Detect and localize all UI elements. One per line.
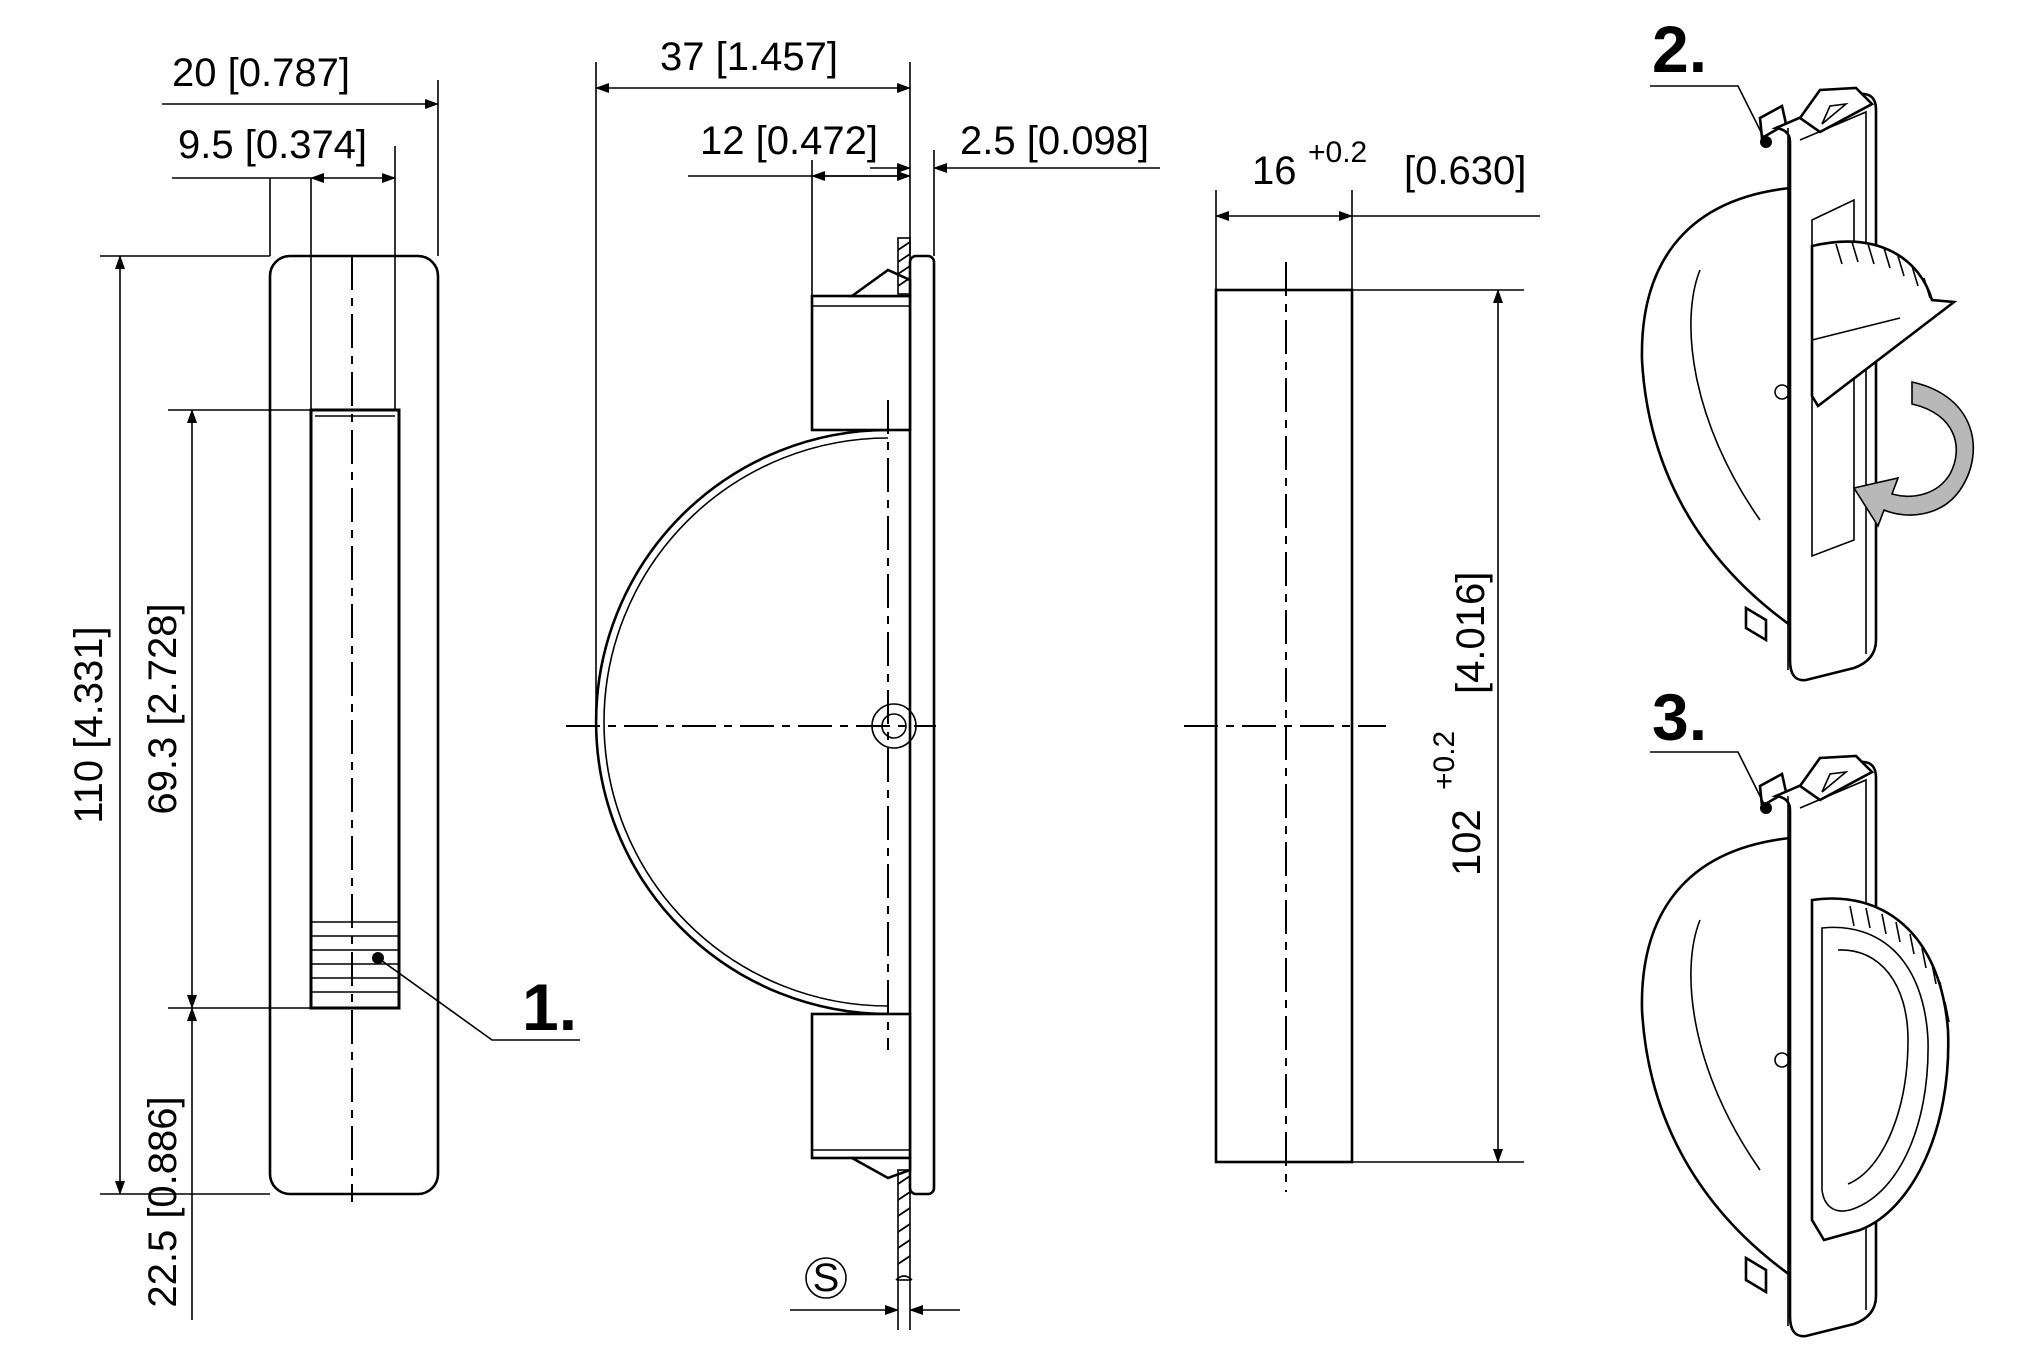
front-view: 1. 20 [0.787] 9.5 [0.374] 110 [4.331] 69… [67, 51, 580, 1320]
upper-body [810, 294, 912, 432]
lower-clip [846, 1156, 912, 1180]
iso3-latch [1798, 754, 1875, 802]
iso3-grip-ribs [1849, 905, 1950, 1023]
side-view: 37 [1.457] 12 [0.472] 2.5 [0.098] S [566, 35, 1160, 1330]
iso-view-open: 2. [1640, 12, 1975, 682]
dim-cutout-height-in: [4.016] [1449, 572, 1493, 694]
callout-step-3: 3. [1652, 680, 1707, 754]
iso2-leader-line [1650, 85, 1767, 143]
dim-bowl-depth: 12 [0.472] [700, 119, 878, 163]
iso2-latch [1798, 86, 1875, 134]
dim-cutout-height-base: 102 [1445, 809, 1489, 876]
iso2-bowl [1640, 186, 1792, 628]
dim-cutout-height-tol: +0.2 [1428, 731, 1461, 790]
iso2-handle-lever [1810, 240, 1958, 408]
iso2-grip-ribs [1835, 241, 1931, 299]
dim-overall-height: 110 [4.331] [67, 626, 111, 823]
dim-grip-length: 69.3 [2.728] [141, 603, 185, 814]
cutout-view: 16 +0.2 [0.630] 102 +0.2 [4.016] [1184, 136, 1540, 1192]
dim-cutout-width-tol: +0.2 [1308, 136, 1367, 169]
dim-flange-thickness: 2.5 [0.098] [960, 119, 1149, 163]
dim-cutout-width-base: 16 [1252, 149, 1297, 193]
grip-texture [311, 921, 399, 993]
bowl-outline [594, 428, 889, 1016]
iso-view-closed: 3. [1640, 680, 1950, 1338]
iso3-bowl [1640, 836, 1792, 1278]
dim-total-depth: 37 [1.457] [660, 35, 838, 79]
panel-thickness-symbol-circle [805, 1257, 847, 1299]
dim-cutout-width-in: [0.630] [1404, 149, 1526, 193]
callout-step-2: 2. [1652, 12, 1707, 86]
lower-body [810, 1012, 912, 1160]
leader-line-1 [377, 957, 580, 1041]
rotation-arrow-icon [1852, 381, 1975, 528]
panel-section [895, 237, 913, 1281]
dim-bottom-offset: 22.5 [0.886] [141, 1096, 185, 1307]
iso3-leader-line [1650, 751, 1767, 809]
front-housing-outline [268, 254, 440, 1196]
grip-slot-outline [309, 408, 401, 1010]
dim-grip-offset: 9.5 [0.374] [178, 123, 367, 167]
iso2-slot [1811, 198, 1855, 558]
dim-overall-width: 20 [0.787] [172, 51, 350, 95]
bowl-inner-outline [603, 437, 889, 1007]
panel-thickness-symbol: S [813, 1256, 840, 1300]
iso3-handle [1810, 897, 1950, 1242]
callout-step-1: 1. [522, 970, 577, 1044]
